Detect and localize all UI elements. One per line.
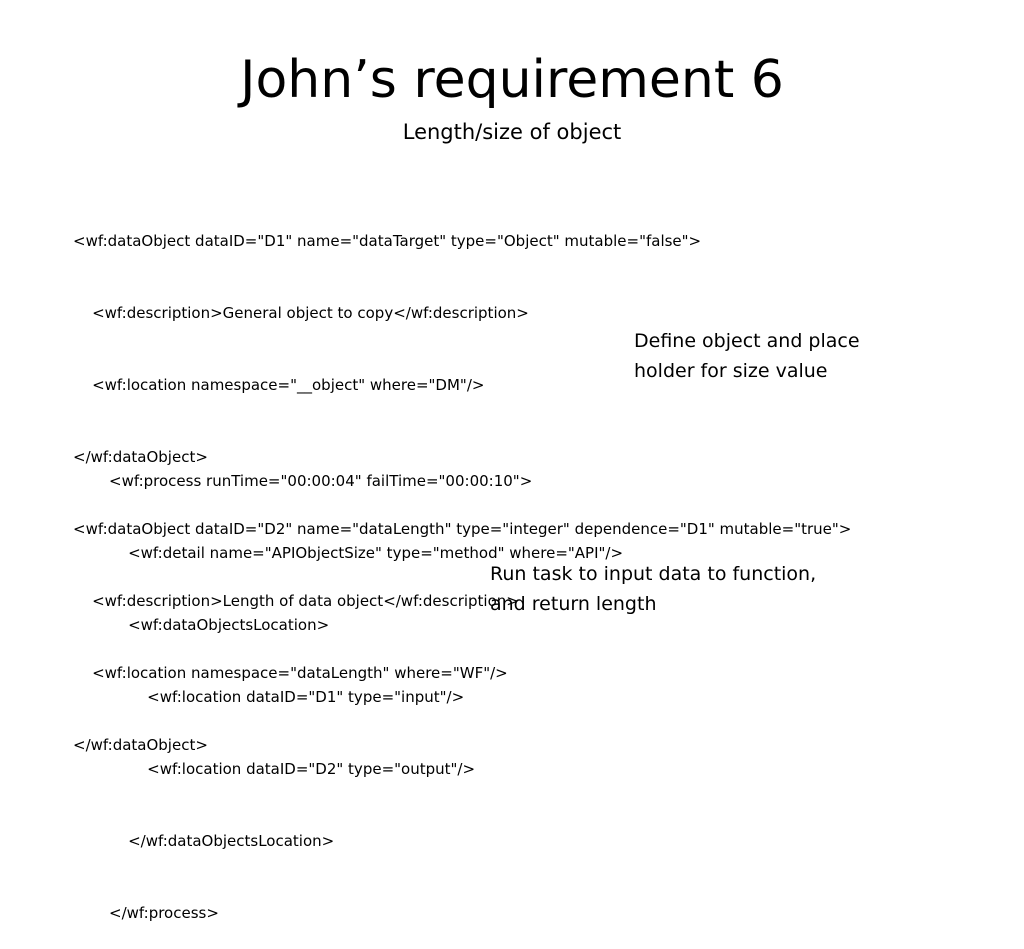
code-line: </wf:process> bbox=[109, 904, 219, 922]
code-line: <wf:description>Length of data object</w… bbox=[73, 592, 519, 610]
data-objects-code-block: <wf:dataObject dataID="D1" name="dataTar… bbox=[73, 181, 851, 781]
code-line: <wf:dataObject dataID="D1" name="dataTar… bbox=[73, 232, 702, 250]
note-line: and return length bbox=[490, 593, 657, 615]
code-line: </wf:dataObjectsLocation> bbox=[109, 832, 335, 850]
code-line: <wf:location namespace="__object" where=… bbox=[73, 376, 485, 394]
code-line: <wf:location dataID="D1" type="input"/> bbox=[109, 688, 465, 706]
slide-title: John’s requirement 6 bbox=[240, 50, 784, 110]
code-line: <wf:location dataID="D2" type="output"/> bbox=[109, 760, 476, 778]
code-line: </wf:dataObject> bbox=[73, 736, 208, 754]
run-task-note: Run task to input data to function, and … bbox=[490, 559, 816, 619]
slide-subtitle: Length/size of object bbox=[402, 120, 622, 144]
code-line: <wf:description>General object to copy</… bbox=[73, 304, 529, 322]
note-line: Define object and place bbox=[634, 330, 860, 352]
define-object-note: Define object and place holder for size … bbox=[634, 326, 860, 386]
code-line: <wf:location namespace="dataLength" wher… bbox=[73, 664, 508, 682]
note-line: Run task to input data to function, bbox=[490, 563, 817, 585]
code-line: <wf:dataObjectsLocation> bbox=[109, 616, 330, 634]
code-line: <wf:detail name="APIObjectSize" type="me… bbox=[109, 544, 624, 562]
process-code-block: <wf:process runTime="00:00:04" failTime=… bbox=[109, 421, 623, 949]
code-line: <wf:dataObject dataID="D2" name="dataLen… bbox=[73, 520, 852, 538]
code-line: </wf:dataObject> bbox=[73, 448, 208, 466]
code-line: <wf:process runTime="00:00:04" failTime=… bbox=[109, 472, 533, 490]
note-line: holder for size value bbox=[634, 360, 828, 382]
